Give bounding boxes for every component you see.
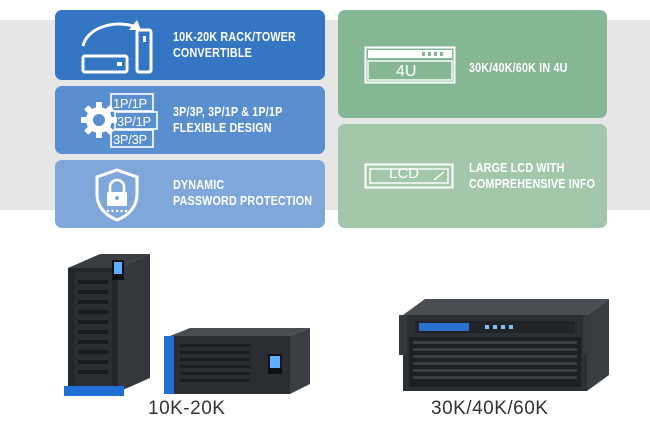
product-image-10k-20k: [64, 254, 310, 396]
feature-password-label: DYNAMIC PASSWORD PROTECTION: [173, 178, 313, 208]
feature-size-label: 30K/40K/60K IN 4U: [469, 61, 568, 75]
phase-tags-icon: [110, 93, 158, 148]
feature-size-card: 4U 30K/40K/60K IN 4U: [338, 10, 607, 118]
phase-tag-1: 1P/1P: [113, 96, 147, 111]
feature-flexible-label: 3P/3P, 3P/1P & 1P/1P FLEXIBLE DESIGN: [173, 105, 283, 135]
rack-unit-icon-text: 4U: [396, 63, 417, 80]
phase-tag-3: 3P/3P: [113, 132, 147, 147]
feature-lcd-label: LARGE LCD WITH COMPREHENSIVE INFO: [469, 161, 596, 191]
rack-unit-icon: [364, 46, 456, 84]
feature-rack-tower-label: 10K-20K RACK/TOWER CONVERTIBLE: [173, 30, 296, 60]
product-image-30k-40k-60k: [399, 299, 609, 391]
lcd-icon: [364, 163, 454, 189]
product-caption-10k-20k: 10K-20K: [148, 398, 226, 419]
shield-lock-icon: [95, 168, 139, 222]
phase-tag-2: 3P/1P: [117, 114, 151, 129]
feature-password-card: DYNAMIC PASSWORD PROTECTION: [55, 160, 325, 228]
feature-lcd-card: LCD LARGE LCD WITH COMPREHENSIVE INFO: [338, 124, 607, 228]
product-caption-30k-40k-60k: 30K/40K/60K: [431, 398, 549, 419]
feature-rack-tower-card: 10K-20K RACK/TOWER CONVERTIBLE: [55, 10, 325, 80]
feature-flexible-card: 1P/1P 3P/1P 3P/3P 3P/3P, 3P/1P & 1P/1P F…: [55, 86, 325, 154]
lcd-icon-text: LCD: [389, 165, 420, 182]
rack-tower-convert-icon: [81, 20, 153, 74]
gear-icon: [81, 102, 117, 138]
